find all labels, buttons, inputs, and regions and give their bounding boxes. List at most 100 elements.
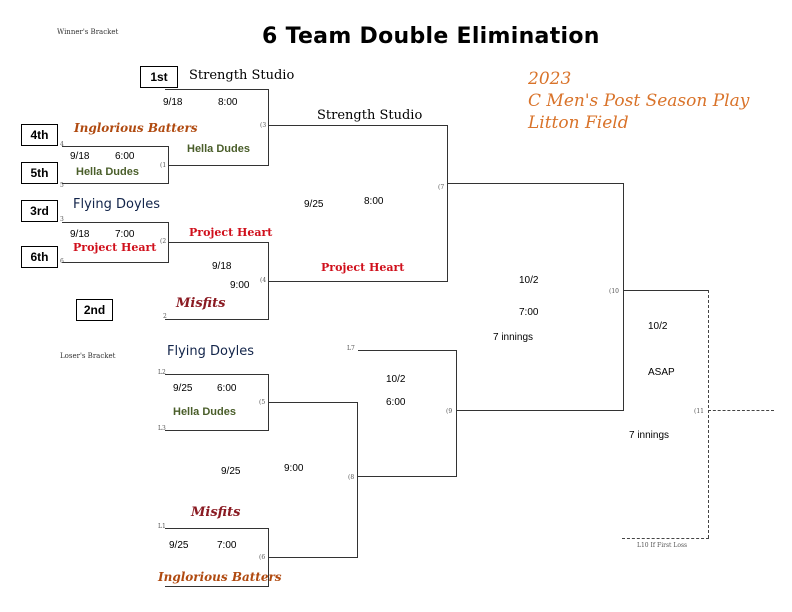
g6-team-top: Misfits: [191, 505, 241, 520]
bracket-line: [268, 374, 269, 431]
g6-date: 9/25: [169, 540, 189, 551]
bracket-line: [624, 290, 709, 291]
g2-label: (2: [160, 238, 167, 245]
g7-label: (7: [438, 184, 445, 191]
bracket-line: [62, 183, 169, 184]
g8-label: (8: [348, 474, 355, 481]
g5-slot-bottom: L3: [158, 425, 166, 432]
bracket-line: [268, 528, 269, 587]
g3-winner-in: Hella Dudes: [187, 143, 250, 155]
seed-5th-label: 5th: [30, 166, 49, 180]
g3-label: (3: [260, 122, 267, 129]
g1-time: 6:00: [115, 151, 135, 162]
seed-3rd-box: 3rd: [21, 200, 58, 222]
bracket-line: [269, 557, 358, 558]
winners-bracket-label: Winner's Bracket: [57, 28, 119, 36]
g9-slot-top: L7: [347, 345, 355, 352]
bracket-line-dashed: [622, 538, 709, 539]
bracket-line: [448, 183, 624, 184]
g7-team-bottom: Project Heart: [321, 261, 405, 274]
bracket-line: [62, 222, 169, 223]
seed-3rd-label: 3rd: [30, 204, 49, 218]
g2-time: 7:00: [115, 229, 135, 240]
g6-time: 7:00: [217, 540, 237, 551]
g1-date: 9/18: [70, 151, 90, 162]
bracket-line: [358, 350, 457, 351]
g7-time: 8:00: [364, 196, 384, 207]
g2-team-top: Flying Doyles: [73, 197, 161, 212]
bracket-line: [623, 183, 624, 411]
g8-date: 9/25: [221, 466, 241, 477]
g5-slot-top: L2: [158, 369, 166, 376]
g5-time: 6:00: [217, 383, 237, 394]
g2-date: 9/18: [70, 229, 90, 240]
g1-slot-top: 4: [60, 141, 64, 148]
g7-team-top: Strength Studio: [317, 108, 423, 123]
seed-4th-label: 4th: [30, 128, 49, 142]
bracket-line: [165, 374, 269, 375]
bracket-line: [268, 242, 269, 320]
g1-label: (1: [160, 162, 167, 169]
g9-label: (9: [446, 408, 453, 415]
seed-2nd-label: 2nd: [83, 303, 106, 317]
g4-team-bottom: Misfits: [176, 296, 226, 311]
losers-bracket-label: Loser's Bracket: [60, 352, 116, 360]
seed-1st-label: 1st: [150, 70, 168, 84]
bracket-line-dashed: [708, 410, 774, 411]
g5-team-top: Flying Doyles: [167, 344, 255, 359]
g11-label: (11: [694, 408, 704, 415]
g3-date: 9/18: [163, 97, 183, 108]
bracket-line: [357, 402, 358, 558]
info-year: 2023: [528, 69, 572, 89]
seed-6th-label: 6th: [30, 250, 49, 264]
g11-footnote: L10 If First Loss: [637, 542, 688, 549]
g9-date: 10/2: [386, 374, 406, 385]
bracket-line: [447, 125, 448, 282]
bracket-line: [165, 430, 269, 431]
bracket-line: [165, 89, 269, 90]
bracket-line: [165, 319, 269, 320]
bracket-line: [62, 146, 169, 147]
bracket-line: [169, 242, 269, 243]
g2-slot-top: 3: [60, 216, 64, 223]
bracket-line: [62, 262, 169, 263]
g2-slot-bottom: 6: [60, 258, 64, 265]
g10-time: 7:00: [519, 307, 539, 318]
bracket-line: [269, 281, 448, 282]
g5-date: 9/25: [173, 383, 193, 394]
g10-note: 7 innings: [493, 332, 534, 343]
g10-label: (10: [609, 288, 619, 295]
bracket-line: [269, 402, 358, 403]
g6-label: (6: [259, 554, 266, 561]
g4-winner-in: Project Heart: [189, 226, 273, 239]
seed-1st-box: 1st: [140, 66, 178, 88]
g4-time: 9:00: [230, 280, 250, 291]
g1-slot-bottom: 5: [60, 182, 64, 189]
g5-label: (5: [259, 399, 266, 406]
info-league: C Men's Post Season Play: [528, 91, 750, 111]
seed-5th-box: 5th: [21, 162, 58, 184]
g4-label: (4: [260, 277, 267, 284]
g4-date: 9/18: [212, 261, 232, 272]
g11-note: 7 innings: [629, 430, 670, 441]
seed-4th-box: 4th: [21, 124, 58, 146]
g8-time: 9:00: [284, 463, 304, 474]
g3-time: 8:00: [218, 97, 238, 108]
g9-time: 6:00: [386, 397, 406, 408]
g6-team-bottom: Inglorious Batters: [158, 570, 282, 584]
bracket-line: [168, 222, 169, 263]
g1-team-bottom: Hella Dudes: [76, 166, 139, 178]
bracket-line: [358, 476, 457, 477]
bracket-line: [456, 350, 457, 477]
g11-date: 10/2: [648, 321, 668, 332]
bracket-line: [269, 125, 448, 126]
bracket-line: [457, 410, 624, 411]
g5-team-bottom: Hella Dudes: [173, 406, 236, 418]
g2-team-bottom: Project Heart: [73, 241, 157, 254]
g3-team-top: Strength Studio: [189, 68, 295, 83]
g4-slot-bottom: 2: [163, 313, 167, 320]
info-field: Litton Field: [528, 113, 629, 133]
page-title: 6 Team Double Elimination: [262, 24, 600, 49]
bracket-line: [268, 89, 269, 166]
bracket-line: [169, 165, 269, 166]
